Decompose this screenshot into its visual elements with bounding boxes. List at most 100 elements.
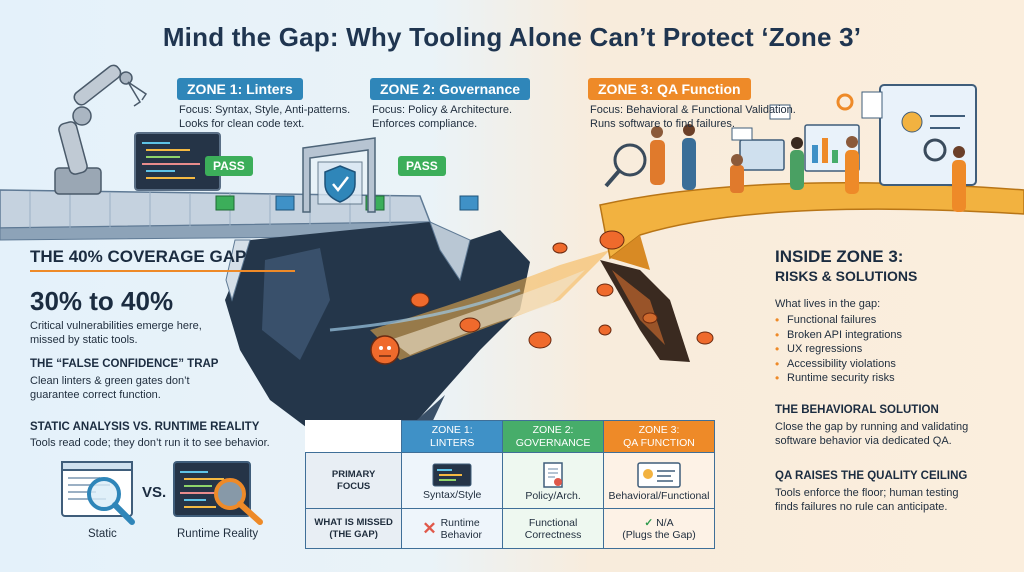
behav-desc-line-1: Close the gap by running and validating <box>775 421 969 433</box>
table-corner <box>305 420 403 453</box>
static-vs-runtime-heading: STATIC ANALYSIS VS. RUNTIME REALITY <box>30 421 260 433</box>
check-mark-icon: ✓ <box>644 516 657 529</box>
zone-3-focus: Focus: Behavioral & Functional Validatio… <box>590 104 796 116</box>
zone-1-label: ZONE 1: Linters <box>177 78 303 100</box>
inside-zone-3-heading: INSIDE ZONE 3: <box>775 247 904 266</box>
cell-text: (Plugs the Gap) <box>622 528 696 541</box>
na-line: ✓ N/A <box>604 517 714 529</box>
governance-gate-icon <box>302 137 376 213</box>
qa-team-illustration <box>604 84 977 212</box>
header-zone-2-line-2: GOVERNANCE <box>515 436 591 449</box>
list-item: Accessibility violations <box>775 357 902 372</box>
row-label-line-2: FOCUS <box>337 480 371 492</box>
stat-desc-line-1: Critical vulnerabilities emerge here, <box>30 320 202 332</box>
cell-text: Behavior <box>440 528 483 541</box>
zone-3-label: ZONE 3: QA Function <box>588 78 751 100</box>
behavioral-solution-heading: THE BEHAVIORAL SOLUTION <box>775 404 939 416</box>
header-zone-2: ZONE 2: GOVERNANCE <box>502 420 604 453</box>
header-zone-2-line-1: ZONE 2: <box>532 423 574 436</box>
zone-2-focus: Focus: Policy & Architecture. <box>372 104 512 116</box>
table-row: WHAT IS MISSED (THE GAP) ✕ Runtime Behav… <box>304 508 715 549</box>
ceiling-desc-line-1: Tools enforce the floor; human testing <box>775 487 959 499</box>
list-item: Functional failures <box>775 313 902 328</box>
ceiling-desc-line-2: finds failures no rule can anticipate. <box>775 501 948 513</box>
static-analysis-icon <box>61 461 135 525</box>
robot-arm-icon <box>54 64 148 195</box>
gap-stat-description: Critical vulnerabilities emerge here, mi… <box>30 319 202 347</box>
x-mark-icon: ✕ <box>422 518 437 538</box>
row-label-line-1: WHAT IS MISSED <box>314 516 393 528</box>
cell-text: Policy/Arch. <box>525 489 581 502</box>
cell-zone-3-missed: ✓ N/A (Plugs the Gap) <box>603 508 715 549</box>
zone-3-desc: Runs software to find failures. <box>590 118 735 130</box>
qa-dashboard-icon <box>637 461 681 488</box>
trap-desc-line-2: guarantee correct function. <box>30 389 161 401</box>
row-label-line-2: (THE GAP) <box>329 528 378 540</box>
cell-zone-1-focus: Syntax/Style <box>401 452 504 509</box>
table-row: PRIMARY FOCUS Syntax/Style Policy/Arch. … <box>304 452 715 509</box>
row-label-what-is-missed: WHAT IS MISSED (THE GAP) <box>304 508 403 549</box>
pass-badge-zone-1: PASS <box>205 156 253 176</box>
cell-text: Runtime <box>440 516 480 529</box>
row-label-primary-focus: PRIMARY FOCUS <box>304 452 403 509</box>
bug-stream-streak <box>329 250 610 360</box>
list-item: UX regressions <box>775 342 902 357</box>
gap-risk-list: Functional failures Broken API integrati… <box>775 313 902 386</box>
zone-2-description: Focus: Policy & Architecture. Enforces c… <box>372 103 512 131</box>
missed-content: ✕ Runtime Behavior <box>402 517 502 541</box>
zone-2-desc: Enforces compliance. <box>372 118 478 130</box>
zone-2-label: ZONE 2: Governance <box>370 78 531 100</box>
vs-label: VS. <box>142 484 167 501</box>
risks-solutions-heading: RISKS & SOLUTIONS <box>775 268 918 284</box>
zone-1-focus: Focus: Syntax, Style, Anti-patterns. <box>179 104 351 116</box>
gap-intro: What lives in the gap: <box>775 298 881 310</box>
quality-ceiling-heading: QA RAISES THE QUALITY CEILING <box>775 470 968 482</box>
cell-zone-2-focus: Policy/Arch. <box>502 452 604 509</box>
header-zone-3: ZONE 3: QA FUNCTION <box>603 420 715 453</box>
qa-road <box>599 181 1024 270</box>
missed-text: Runtime Behavior <box>441 517 482 541</box>
cell-zone-2-missed: Functional Correctness <box>502 508 604 549</box>
coverage-gap-heading: THE 40% COVERAGE GAP <box>30 247 247 266</box>
heading-underline <box>30 270 295 272</box>
static-label: Static <box>88 528 117 540</box>
cell-text: Functional <box>528 516 578 529</box>
header-zone-1-line-1: ZONE 1: <box>431 423 473 436</box>
header-zone-1-line-2: LINTERS <box>430 436 475 449</box>
zone-1-desc: Looks for clean code text. <box>179 118 305 130</box>
page-title: Mind the Gap: Why Tooling Alone Can’t Pr… <box>162 22 862 52</box>
zone-1-description: Focus: Syntax, Style, Anti-patterns. Loo… <box>179 103 350 131</box>
cell-text: Behavioral/Functional <box>608 489 710 502</box>
list-item: Runtime security risks <box>775 371 902 386</box>
stat-desc-line-2: missed by static tools. <box>30 334 138 346</box>
cell-text: Correctness <box>524 528 582 541</box>
false-confidence-heading: THE “FALSE CONFIDENCE” TRAP <box>30 358 219 370</box>
table-header-row: ZONE 1: LINTERS ZONE 2: GOVERNANCE ZONE … <box>305 420 715 453</box>
cell-text: N/A <box>656 516 674 529</box>
comparison-table: ZONE 1: LINTERS ZONE 2: GOVERNANCE ZONE … <box>304 420 715 549</box>
quality-ceiling-description: Tools enforce the floor; human testing f… <box>775 486 958 514</box>
list-item: Broken API integrations <box>775 328 902 343</box>
cell-zone-3-focus: Behavioral/Functional <box>603 452 715 509</box>
cell-text: Syntax/Style <box>423 488 482 501</box>
pass-badge-zone-2: PASS <box>398 156 446 176</box>
gap-stat: 30% to 40% <box>30 286 174 316</box>
runtime-reality-icon <box>173 461 263 525</box>
row-label-line-1: PRIMARY <box>331 468 376 480</box>
header-zone-1: ZONE 1: LINTERS <box>401 420 504 453</box>
false-confidence-description: Clean linters & green gates don’t guaran… <box>30 374 190 402</box>
zone-3-description: Focus: Behavioral & Functional Validatio… <box>590 103 796 131</box>
trap-desc-line-1: Clean linters & green gates don’t <box>30 375 190 387</box>
code-monitor-icon <box>134 132 221 191</box>
behavioral-solution-description: Close the gap by running and validating … <box>775 420 968 448</box>
header-zone-3-line-2: QA FUNCTION <box>623 436 695 449</box>
bug-icons <box>370 230 714 365</box>
header-zone-3-line-1: ZONE 3: <box>638 423 680 436</box>
cell-zone-1-missed: ✕ Runtime Behavior <box>401 508 504 549</box>
policy-document-icon <box>543 461 563 488</box>
runtime-label: Runtime Reality <box>177 528 259 540</box>
behav-desc-line-2: software behavior via dedicated QA. <box>775 435 952 447</box>
static-vs-runtime-description: Tools read code; they don’t run it to se… <box>30 437 270 449</box>
